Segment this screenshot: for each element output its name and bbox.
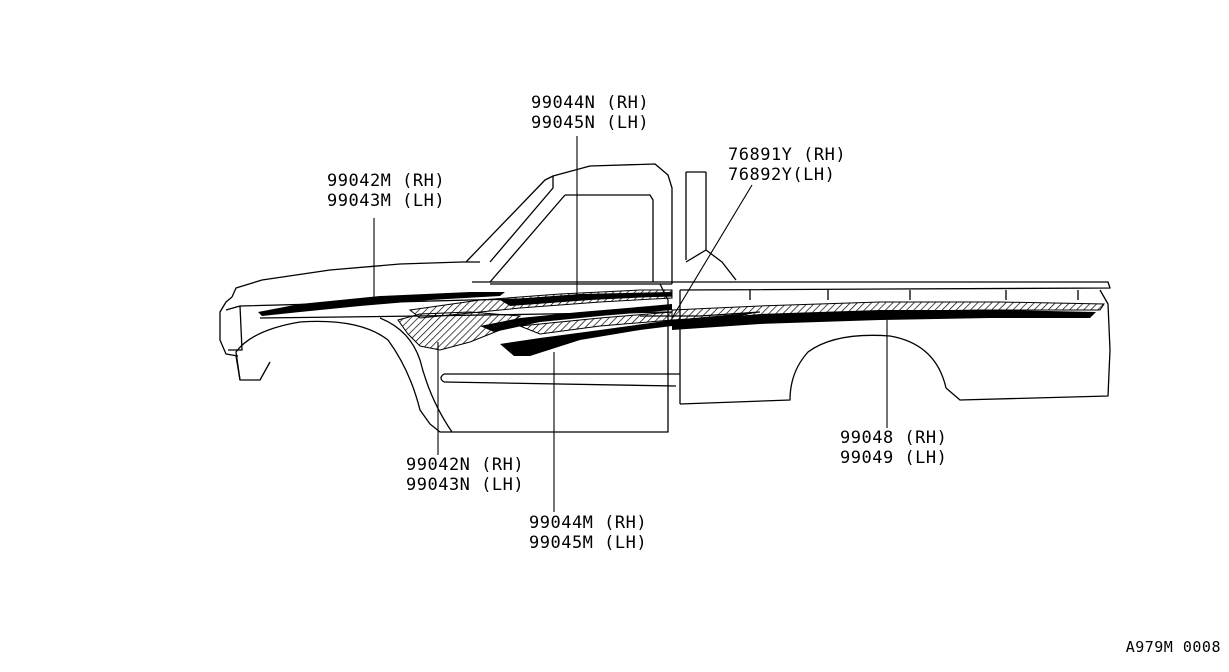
part-number-rh: 76891Y (RH) — [728, 145, 847, 165]
leader-lines — [373, 136, 888, 512]
stripe-99044m-upper — [480, 304, 672, 332]
stripe-99042m — [258, 292, 505, 316]
grille — [225, 305, 243, 351]
part-number-rh: 99042N (RH) — [406, 455, 525, 475]
part-number-lh: 99045N (LH) — [531, 113, 650, 133]
stripe-99042n — [397, 311, 522, 351]
callout-99048: 99048 (RH) 99049 (LH) — [840, 428, 947, 468]
callout-99044m: 99044M (RH) 99045M (LH) — [529, 513, 647, 553]
stripe-99044n-black — [500, 292, 672, 306]
rear-window — [565, 194, 654, 282]
part-number-rh: 99044N (RH) — [531, 93, 650, 113]
a-pillar-inner — [489, 194, 566, 283]
bed-rear — [945, 289, 1111, 401]
callout-99042m: 99042M (RH) 99043M (LH) — [327, 171, 445, 211]
leader-76891y — [671, 184, 753, 319]
part-number-lh: 99043M (LH) — [327, 191, 446, 211]
front-fender-arch — [235, 320, 431, 425]
rear-wheel-arch — [679, 334, 947, 405]
stripe-99048-black — [672, 310, 1096, 330]
callout-76891y: 76891Y (RH) 76892Y(LH) — [728, 145, 846, 185]
cab-roof — [552, 163, 673, 284]
callout-99044n: 99044N (RH) 99045N (LH) — [531, 93, 649, 133]
part-number-lh: 99045M (LH) — [529, 533, 648, 553]
part-number-rh: 99042M (RH) — [327, 171, 446, 191]
front-bumper — [219, 296, 239, 357]
reference-code: A979M 0008 — [1125, 638, 1221, 656]
part-number-lh: 99043N (LH) — [406, 475, 525, 495]
bed-bulkhead — [685, 172, 737, 281]
stripe-76891y — [640, 311, 761, 317]
part-number-lh: 76892Y(LH) — [728, 165, 836, 185]
part-number-lh: 99049 (LH) — [840, 448, 948, 468]
windshield-frame — [465, 175, 554, 263]
fender-lower — [235, 355, 271, 381]
stake-pockets — [749, 290, 1079, 300]
stripe-decals — [258, 289, 1105, 356]
hood-outline — [231, 261, 480, 298]
callout-99042n: 99042N (RH) 99043N (LH) — [406, 455, 524, 495]
part-number-rh: 99044M (RH) — [529, 513, 648, 533]
front-fender-inner — [379, 317, 453, 433]
bed-rail — [472, 281, 1111, 291]
part-number-rh: 99048 (RH) — [840, 428, 948, 448]
rocker-panel — [443, 373, 680, 387]
rocker-end — [440, 373, 445, 383]
